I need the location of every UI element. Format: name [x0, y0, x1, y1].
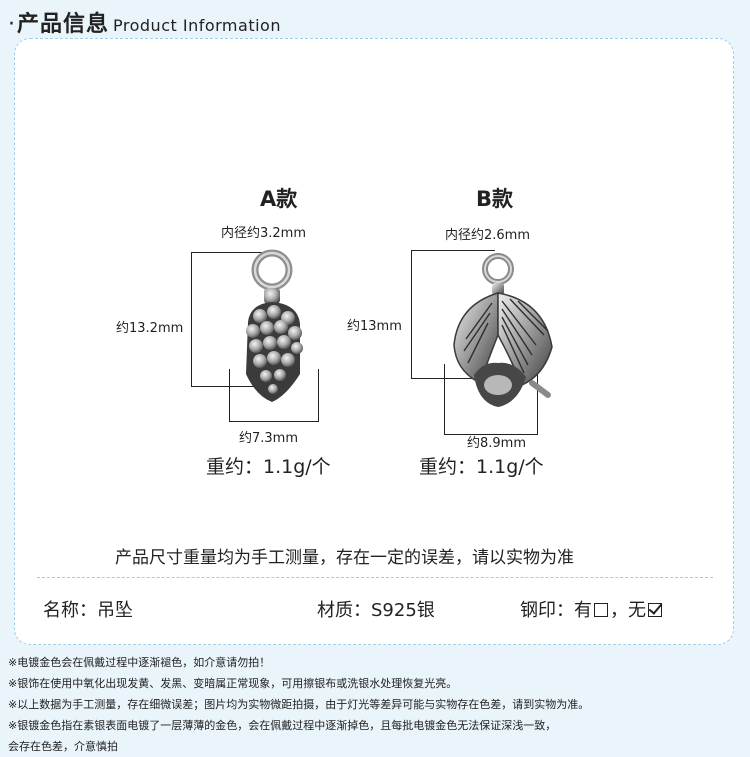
- note-line: ※以上数据为手工测量，存在细微误差；图片均为实物微距拍摄，由于灯光等差异可能与实…: [8, 698, 590, 711]
- note-line: ※电镀金色会在佩戴过程中逐渐褪色，如介意请勿拍！: [8, 656, 271, 669]
- spec-stamp: 钢印：有 ，无: [520, 596, 664, 622]
- variant-b-pendant-image: [453, 253, 553, 407]
- product-info-card: A款 内径约3.2mm 约13.2mm 约7.3mm 重约：1.1g/个 B款 …: [14, 38, 734, 645]
- variant-b-weight: 重约：1.1g/个: [419, 456, 544, 478]
- spec-name-value: 吊坠: [97, 600, 133, 621]
- variant-a-weight: 重约：1.1g/个: [206, 456, 331, 478]
- variant-a-height: 约13.2mm: [116, 321, 184, 336]
- stamp-yes-checkbox: [594, 603, 608, 617]
- spec-stamp-label: 钢印：: [520, 600, 574, 621]
- variant-a-width-frame: [229, 369, 319, 422]
- variant-b-height: 约13mm: [347, 319, 402, 334]
- notes-list: ※电镀金色会在佩戴过程中逐渐褪色，如介意请勿拍！ ※银饰在使用中氧化出现发黄、发…: [8, 652, 748, 757]
- header-title-cn: 产品信息: [17, 12, 110, 37]
- variant-b-height-frame: [411, 250, 495, 379]
- spec-stamp-separator: ，: [610, 600, 628, 621]
- spec-material-label: 材质：: [317, 600, 371, 621]
- dashed-divider: [37, 577, 713, 578]
- spec-stamp-yes: 有: [574, 600, 592, 621]
- measurement-note: 产品尺寸重量均为手工测量，存在一定的误差，请以实物为准: [115, 548, 574, 568]
- note-line: 会存在色差，介意慎拍: [8, 740, 118, 753]
- note-line: ※银镀金色指在素银表面电镀了一层薄薄的金色，会在佩戴过程中逐渐掉色，且每批电镀金…: [8, 719, 557, 732]
- spec-material: 材质：S925银: [317, 596, 435, 622]
- variant-a-title: A款: [260, 187, 298, 211]
- variant-a-pendant-image: [246, 249, 303, 402]
- variant-b-width-frame: [444, 364, 538, 435]
- spec-material-value: S925银: [371, 600, 435, 621]
- variant-a-height-frame: [191, 252, 269, 387]
- spec-name: 名称：吊坠: [43, 596, 133, 622]
- note-line: ※银饰在使用中氧化出现发黄、发黑、变暗属正常现象，可用擦银布或洗银水处理恢复光亮…: [8, 677, 458, 690]
- variant-b-inner-diameter: 内径约2.6mm: [445, 228, 531, 243]
- spec-stamp-no: 无: [628, 600, 646, 621]
- variant-b-title: B款: [476, 187, 514, 211]
- variant-a-inner-diameter: 内径约3.2mm: [221, 226, 307, 241]
- section-header: · 产品信息 Product Information: [8, 6, 281, 40]
- variant-a-width: 约7.3mm: [239, 431, 299, 446]
- stamp-no-checkbox: [648, 603, 662, 617]
- header-title-en: Product Information: [113, 16, 281, 35]
- spec-name-label: 名称：: [43, 600, 97, 621]
- variant-b-width: 约8.9mm: [467, 436, 527, 451]
- header-bullet: ·: [8, 12, 15, 37]
